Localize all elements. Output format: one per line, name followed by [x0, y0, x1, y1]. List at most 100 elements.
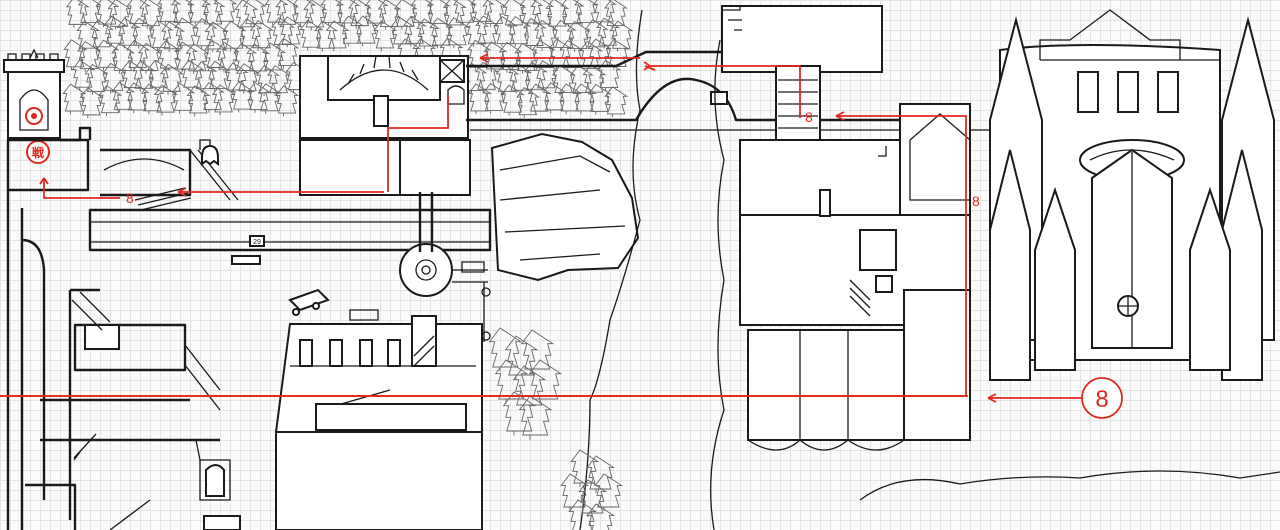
pine-tree — [410, 0, 435, 26]
pine-tree — [516, 87, 541, 118]
pine-tree — [275, 37, 300, 69]
pine-tree — [548, 38, 573, 70]
pine-tree — [348, 0, 373, 29]
pine-tree — [157, 0, 182, 25]
pine-tree — [596, 17, 621, 49]
pine-tree — [467, 83, 492, 115]
pine-tree — [507, 16, 532, 47]
pine-tree — [482, 82, 507, 114]
route-path — [0, 53, 1082, 403]
pine-tree — [211, 84, 236, 116]
pine-tree — [592, 0, 617, 26]
pine-tree — [570, 449, 600, 487]
pine-tree — [587, 83, 612, 115]
pine-tree — [522, 17, 547, 49]
pine-tree — [180, 59, 205, 91]
pine-tree — [292, 0, 317, 26]
pine-cluster-center — [488, 327, 563, 440]
pine-tree — [303, 0, 328, 31]
pine-tree — [465, 16, 490, 48]
route-marker-circle[interactable] — [1081, 377, 1123, 419]
pine-tree — [574, 0, 599, 26]
pine-tree — [470, 0, 495, 25]
pine-tree — [512, 365, 547, 410]
pine-tree — [149, 19, 174, 51]
pine-tree — [275, 85, 300, 117]
pine-tree — [235, 63, 260, 95]
pine-tree — [193, 18, 218, 49]
pine-tree — [65, 0, 90, 28]
west-watchtower[interactable]: 戦 — [3, 48, 65, 164]
pine-tree — [170, 0, 195, 26]
pine-tree — [568, 499, 598, 530]
pine-tree — [604, 86, 629, 118]
pine-tree — [140, 83, 165, 115]
mine-cart[interactable] — [288, 288, 330, 316]
feather-pen-icon[interactable] — [73, 433, 97, 461]
pine-tree — [402, 15, 427, 47]
pine-tree — [279, 16, 304, 48]
pine-tree — [569, 64, 594, 96]
pine-tree — [354, 15, 379, 47]
east-complex[interactable] — [739, 103, 971, 451]
pine-tree — [393, 0, 418, 30]
save-point-marker: 戦 — [32, 145, 45, 160]
pine-tree — [249, 20, 274, 51]
pine-tree — [533, 19, 558, 51]
route-label-circled: 8 — [1095, 386, 1108, 413]
pine-tree — [130, 17, 155, 49]
gear-pit[interactable] — [399, 192, 491, 342]
pine-tree — [325, 20, 350, 52]
pine-tree — [246, 81, 271, 113]
pine-tree — [84, 63, 109, 95]
pine-cluster-south — [560, 449, 624, 530]
pine-tree — [493, 15, 518, 47]
pine-tree — [204, 21, 229, 53]
pine-tree — [98, 85, 123, 116]
pine-tree — [200, 81, 225, 113]
pine-tree — [542, 82, 567, 114]
pine-tree — [314, 20, 339, 52]
pine-tree — [586, 503, 616, 530]
rock-outcrop — [490, 132, 640, 282]
pine-tree — [271, 16, 296, 48]
pine-tree — [475, 15, 500, 47]
central-gear-keep[interactable] — [299, 55, 471, 196]
pine-tree — [340, 15, 365, 47]
pine-tree — [257, 83, 282, 115]
pine-tree — [597, 59, 622, 91]
pine-tree — [111, 81, 136, 113]
pine-tree — [609, 20, 634, 52]
pine-tree — [299, 19, 324, 51]
pine-tree — [77, 0, 102, 26]
pine-tree — [173, 17, 198, 49]
pine-tree — [502, 391, 537, 436]
pine-tree — [62, 83, 87, 115]
pine-tree — [79, 87, 104, 119]
pine-tree — [584, 19, 609, 51]
pine-tree — [95, 0, 120, 28]
pine-tree — [566, 20, 591, 52]
cathedral[interactable] — [989, 9, 1275, 381]
pine-tree — [255, 65, 281, 96]
pine-tree — [483, 41, 508, 73]
pine-tree — [373, 20, 398, 52]
pine-tree — [125, 82, 150, 114]
east-gatehouse[interactable] — [721, 5, 883, 143]
pine-tree — [107, 0, 132, 30]
torch-statue — [195, 439, 241, 530]
pine-tree — [137, 42, 162, 74]
pine-tree — [586, 455, 616, 493]
route-label-east-vertical: 8 — [972, 193, 980, 209]
signpost[interactable]: 29 — [231, 235, 265, 265]
pine-tree — [416, 18, 441, 50]
route-label-tower: 8 — [805, 109, 813, 125]
ghost-icon — [201, 144, 219, 166]
pine-tree — [500, 84, 525, 116]
west-rampart — [6, 126, 492, 530]
workshop-hall[interactable] — [274, 315, 483, 530]
pine-tree — [390, 16, 415, 48]
pine-tree — [518, 395, 553, 440]
